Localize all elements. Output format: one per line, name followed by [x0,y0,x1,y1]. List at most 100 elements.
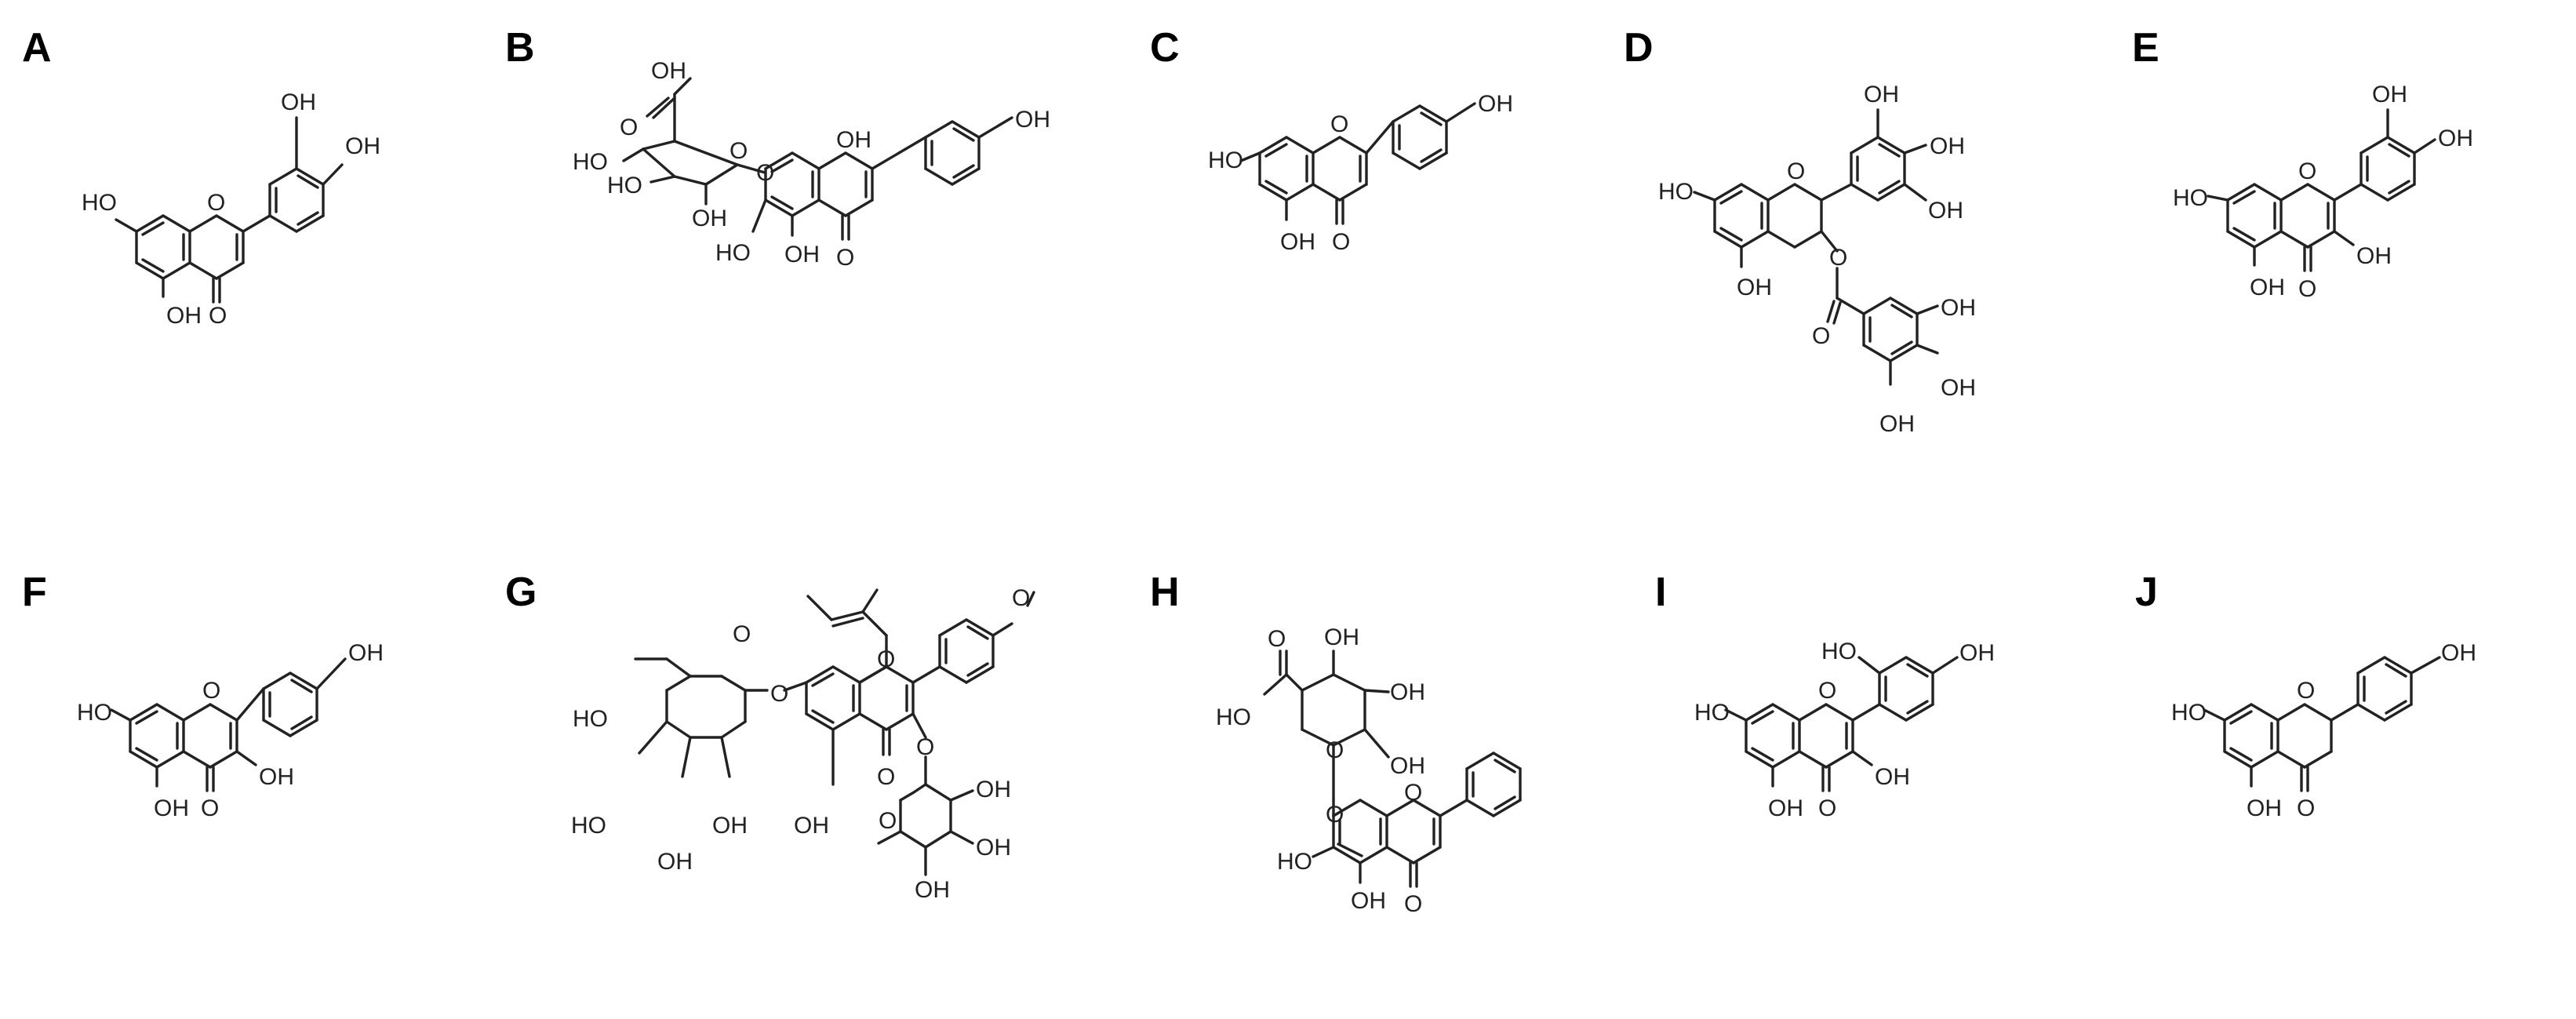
atom-label: O [733,621,751,647]
atom-label: OH [1930,133,1965,159]
atom-label: HO [2173,185,2208,211]
atom-label: HO [1821,639,1857,664]
atom-label: O [1818,795,1836,821]
atom-label: O [1829,245,1847,271]
atom-label: O [1404,891,1422,917]
atom-label: HO [1208,147,1243,173]
atom-label: OH [1324,624,1359,650]
atom-label: OH [1875,764,1910,790]
panel-label-f: F [22,570,47,615]
atom-label: OH [2356,243,2392,269]
atom-label: OH [836,127,871,153]
atom-label: OH [657,849,693,875]
atom-label: O [836,245,854,271]
panel-label-a: A [22,25,52,71]
atom-label: HO [1216,704,1251,730]
atom-label: OH [1390,753,1425,779]
atom-label: HO [1277,849,1312,875]
atom-label: O [202,678,220,704]
atom-label: HO [77,700,112,726]
atom-label: OH [281,89,316,115]
atom-label: O [916,734,934,760]
atom-label: OH [345,133,380,159]
atom-label: OH [2438,126,2473,151]
structure-c: OH HO O OH O [1208,91,1513,255]
atom-label: O [1326,802,1344,828]
atom-label: OH [1959,640,1995,666]
atom-label: OH [2441,640,2476,666]
atom-label: O [1812,323,1830,349]
atom-label: O [1330,111,1348,137]
atom-label: OH [2247,795,2282,821]
panel-label-h: H [1150,570,1180,615]
atom-label: OH [1015,107,1050,133]
atom-label: O [756,160,774,186]
panel-b: B [505,25,1050,271]
atom-label: HO [573,706,608,732]
atom-label: OH [1864,82,1899,107]
panel-d: D [1624,25,1976,437]
structure-e: OH OH HO O OH O OH [2173,82,2473,302]
atom-label: OH [348,640,384,666]
atom-label: HO [2171,700,2207,726]
atom-label: O [2298,276,2316,302]
atom-label: O [2297,795,2315,821]
panel-h: H [1150,570,1522,917]
atom-label: O [201,795,219,821]
atom-label: HO [1694,700,1730,726]
atom-label: HO [571,813,606,839]
atom-label: OH [1478,91,1513,117]
atom-label: OH [915,877,950,903]
atom-label: O [1787,158,1805,184]
atom-label: OH [1390,679,1425,705]
atom-label: OH [976,777,1011,802]
atom-label: O [1268,626,1286,652]
panel-c: C [1150,25,1513,255]
structure-j: OH HO O OH O [2171,640,2476,821]
structure-b: OH O HO HO OH O O OH HO OH O OH [573,58,1050,271]
panel-label-i: I [1655,570,1666,615]
atom-label: O [730,138,748,164]
atom-label: O [620,115,638,140]
atom-label: OH [1928,198,1963,224]
panel-a: A [22,25,380,329]
structure-h: O OH HO OH O OH O O HO OH O [1216,624,1522,917]
atom-label: O [877,764,895,790]
atom-label: OH [1768,795,1803,821]
panel-label-j: J [2135,570,2158,615]
atom-label: O [877,646,895,672]
atom-label: HO [607,173,642,198]
atom-label: OH [2250,275,2285,300]
atom-label: OH [692,206,727,231]
structure-i: HO OH HO O OH O OH [1694,639,1995,821]
atom-label: O [2298,158,2316,184]
atom-label: O [2297,678,2315,704]
atom-label: OH [651,58,686,84]
atom-label: OH [1941,295,1976,321]
panel-j: J [2135,570,2476,821]
atom-label: O [209,303,227,329]
structure-d: OH OH OH HO O OH O O OH OH OH [1658,82,1976,437]
atom-label: OH [166,303,202,329]
panel-f: F [22,570,384,821]
atom-label: OH [1351,888,1386,914]
panel-i: I [1655,570,1995,821]
atom-label: OH [794,813,829,839]
atom-label: OH [1941,375,1976,401]
atom-label: HO [715,240,751,266]
panel-e: E [2132,25,2473,302]
atom-label: O [770,681,788,707]
atom-label: O [207,190,225,216]
atom-label: OH [712,813,748,839]
atom-label: HO [573,149,608,175]
panel-label-e: E [2132,25,2159,71]
panel-label-c: C [1150,25,1180,71]
atom-label: OH [1879,411,1915,437]
structure-f: OH HO O OH O OH [77,640,384,821]
structure-a: OH OH HO O OH O [82,89,380,329]
atom-label: OH [1737,275,1772,300]
atom-label: O [1332,229,1350,255]
atom-label: OH [259,764,294,790]
